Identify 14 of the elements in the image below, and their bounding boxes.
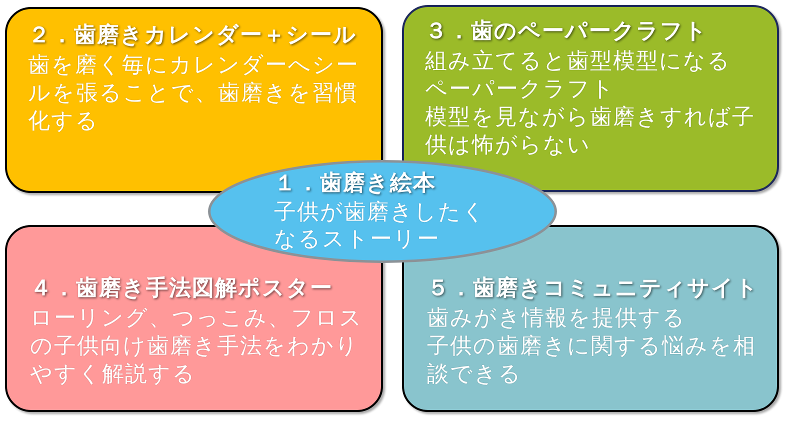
card-text: 模型を見ながら歯磨きすれば子供は怖がらない bbox=[425, 104, 756, 160]
ellipse-title: １．歯磨き絵本 bbox=[274, 170, 436, 197]
card-text: ペーパークラフト bbox=[425, 76, 616, 104]
card-text: 子供の歯磨きに関する悩みを相談できる bbox=[427, 333, 757, 389]
idea-card bbox=[5, 7, 383, 193]
card-text: 組み立てると歯型模型になる bbox=[425, 48, 732, 76]
card-text: 歯みがき情報を提供する bbox=[427, 305, 687, 333]
card-title: ４．歯磨き手法図解ポスター bbox=[30, 275, 333, 303]
card-title: ５．歯磨きコミュニティサイト bbox=[427, 275, 759, 303]
card-title: ２．歯磨きカレンダー＋シール bbox=[28, 22, 357, 50]
card-text: 歯を磨く毎にカレンダーへシールを張ることで、歯磨きを習慣化する bbox=[28, 52, 360, 136]
card-text: ローリング、つっこみ、フロスの子供向け歯磨き手法をわかりやすく解説する bbox=[30, 305, 364, 389]
card-title: ３．歯のペーパークラフト bbox=[425, 18, 708, 46]
ellipse-text: 子供が歯磨きしたくなるストーリー bbox=[274, 199, 487, 253]
